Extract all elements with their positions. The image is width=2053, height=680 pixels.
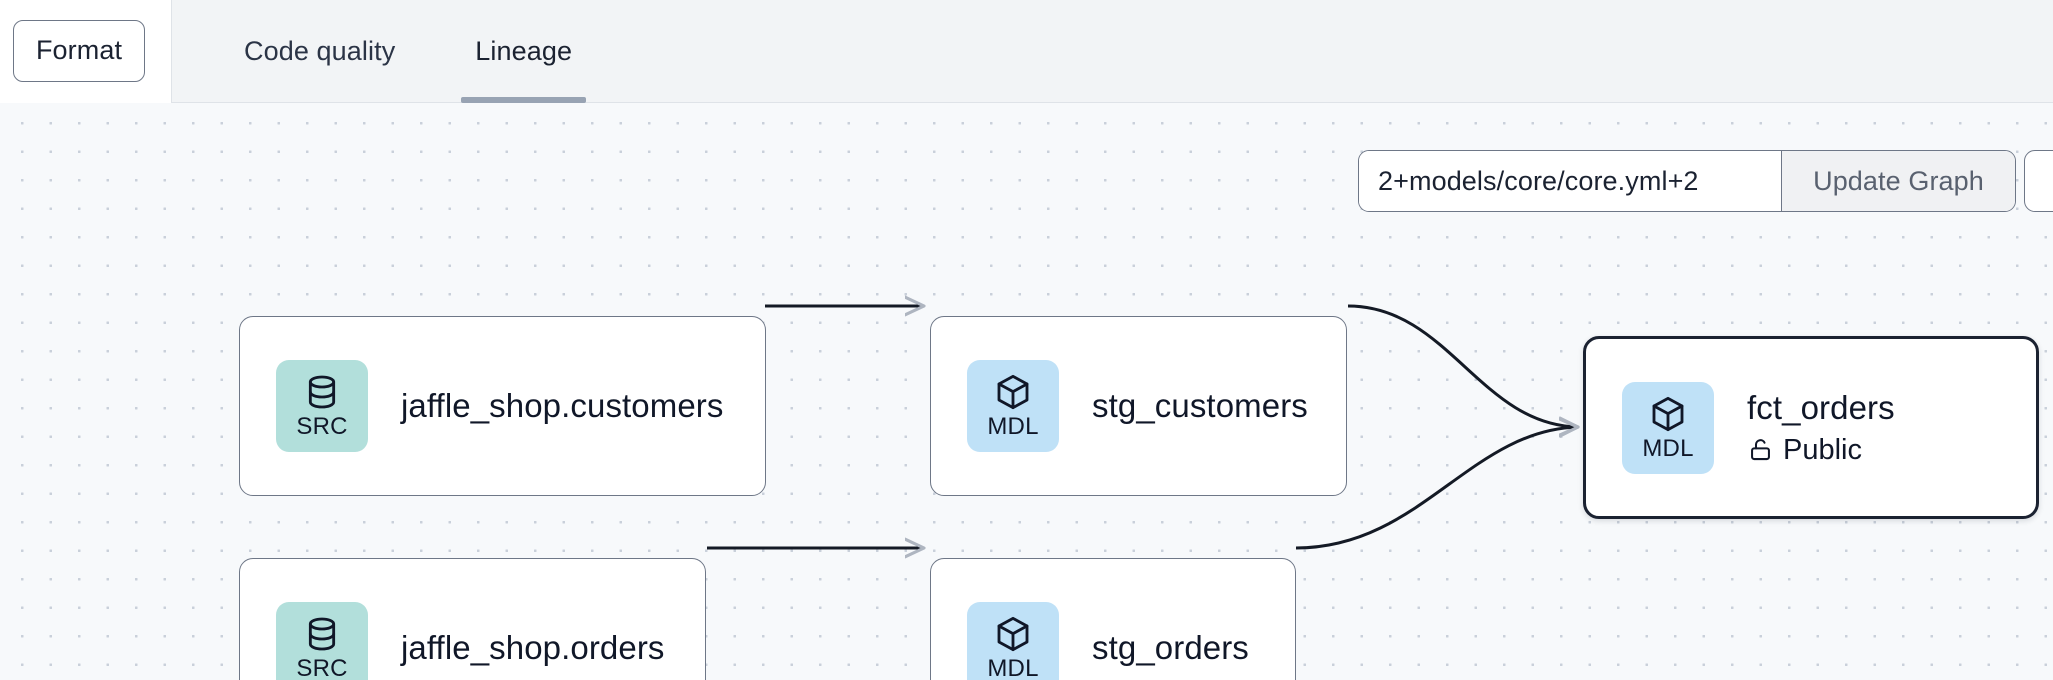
database-icon bbox=[308, 375, 336, 409]
selector-input[interactable] bbox=[1359, 151, 1781, 211]
lineage-canvas[interactable]: SRC jaffle_shop.customers MDL stg_custom… bbox=[0, 103, 2053, 680]
graph-controls: Update Graph bbox=[1358, 150, 2016, 212]
node-title: stg_customers bbox=[1092, 387, 1308, 424]
unlock-icon bbox=[1751, 439, 1770, 461]
node-badge-label: SRC bbox=[296, 413, 348, 440]
tab-code-quality[interactable]: Code quality bbox=[244, 35, 396, 66]
node-badge-label: MDL bbox=[1642, 434, 1694, 462]
tab-bar: Code quality Lineage bbox=[172, 0, 2053, 103]
graph-node-stg-customers[interactable]: MDL stg_customers bbox=[930, 316, 1347, 496]
graph-controls-overflow[interactable] bbox=[2024, 150, 2053, 212]
node-body: stg_customers bbox=[1092, 387, 1308, 425]
node-title: stg_orders bbox=[1092, 629, 1249, 666]
graph-node-jaffle-shop-customers[interactable]: SRC jaffle_shop.customers bbox=[239, 316, 766, 496]
node-badge-mdl: MDL bbox=[967, 602, 1059, 680]
node-body: jaffle_shop.orders bbox=[401, 629, 665, 667]
node-badge-mdl: MDL bbox=[967, 360, 1059, 452]
node-title: jaffle_shop.customers bbox=[401, 387, 724, 424]
node-badge-src: SRC bbox=[276, 602, 368, 680]
tab-lineage[interactable]: Lineage bbox=[461, 0, 586, 103]
node-body: stg_orders bbox=[1092, 629, 1249, 667]
node-title: fct_orders bbox=[1747, 388, 1895, 426]
node-title: jaffle_shop.orders bbox=[401, 629, 665, 666]
node-visibility: Public bbox=[1747, 433, 1895, 467]
database-icon bbox=[308, 617, 336, 651]
node-visibility-label: Public bbox=[1783, 433, 1862, 466]
edge-stg-customers-to-fct-orders bbox=[1347, 304, 1578, 427]
toolbar: Format Code quality Lineage bbox=[0, 0, 2053, 103]
node-badge-label: SRC bbox=[296, 655, 348, 680]
node-badge-src: SRC bbox=[276, 360, 368, 452]
format-zone: Format bbox=[0, 0, 172, 103]
cube-icon bbox=[997, 374, 1029, 410]
node-body: jaffle_shop.customers bbox=[401, 387, 724, 425]
node-body: fct_orders Public bbox=[1747, 389, 1895, 467]
cube-icon bbox=[1652, 396, 1684, 431]
graph-node-stg-orders[interactable]: MDL stg_orders bbox=[930, 558, 1296, 680]
update-graph-button[interactable]: Update Graph bbox=[1781, 151, 2015, 211]
node-badge-label: MDL bbox=[987, 655, 1039, 680]
node-badge-mdl: MDL bbox=[1622, 381, 1714, 474]
cube-icon bbox=[997, 616, 1029, 652]
graph-node-fct-orders[interactable]: MDL fct_orders Public bbox=[1583, 336, 2039, 519]
node-badge-label: MDL bbox=[987, 413, 1039, 440]
graph-node-jaffle-shop-orders[interactable]: SRC jaffle_shop.orders bbox=[239, 558, 706, 680]
format-button[interactable]: Format bbox=[13, 20, 145, 82]
